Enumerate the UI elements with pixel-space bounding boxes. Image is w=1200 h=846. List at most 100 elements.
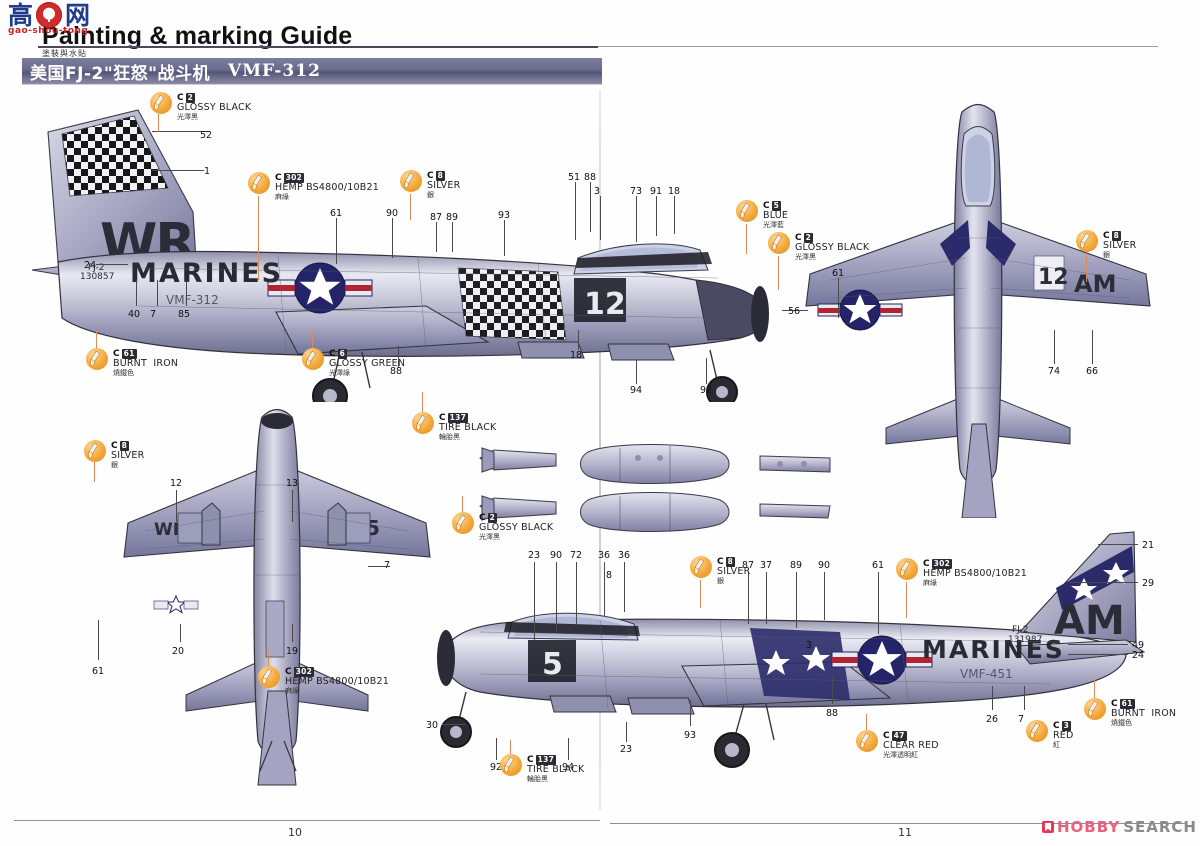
- leader-line: [1092, 330, 1093, 364]
- leader-line: [442, 724, 466, 725]
- paint-code-number: 8: [725, 557, 736, 568]
- leader-line: [578, 330, 579, 350]
- paint-name-en: HEMP BS4800/10B21: [275, 182, 379, 194]
- callout-stem: [1094, 680, 1095, 698]
- svg-text:FJ-2: FJ-2: [88, 263, 104, 273]
- callout-stem: [94, 462, 95, 482]
- paint-code-letter: C: [883, 731, 890, 741]
- paint-name-en: TIRE BLACK: [527, 764, 585, 776]
- paint-name-cn: 輪胎黑: [527, 774, 548, 783]
- paint-brush-icon: [84, 440, 106, 462]
- page-title: Painting & marking Guide: [42, 22, 353, 50]
- paint-code-letter: C: [111, 441, 118, 451]
- part-number: 24: [84, 260, 97, 271]
- part-number: 89: [790, 560, 803, 571]
- callout-stem: [1086, 254, 1087, 282]
- part-number: 3: [806, 640, 813, 651]
- paint-brush-icon: [302, 348, 324, 370]
- part-number: 94: [630, 385, 643, 396]
- leader-line: [136, 280, 137, 306]
- header-rule-right: [598, 46, 1158, 47]
- subject-banner-text: 美国FJ-2"狂怒"战斗机 VMF-312: [30, 60, 321, 84]
- leader-line: [590, 182, 591, 232]
- paint-brush-icon: [400, 170, 422, 192]
- callout-stem: [866, 714, 867, 730]
- paint-brush-icon: [1076, 230, 1098, 252]
- paint-code-letter: C: [113, 349, 120, 359]
- leader-line: [176, 490, 177, 522]
- part-number: 49: [1132, 640, 1145, 651]
- paint-code-number: 137: [535, 755, 557, 766]
- leader-line: [782, 310, 808, 311]
- part-number: 87: [742, 560, 755, 571]
- callout-stem: [906, 582, 907, 618]
- paint-name-en: CLEAR RED: [883, 740, 939, 752]
- paint-name-cn: 紅: [1053, 740, 1060, 749]
- leader-line: [292, 624, 293, 642]
- leader-line: [436, 222, 437, 252]
- leader-line: [96, 264, 128, 265]
- paint-code-number: 302: [931, 559, 953, 570]
- callout-stem: [258, 196, 259, 280]
- paint-name-cn: 麻綠: [923, 578, 937, 587]
- paint-brush-icon: [856, 730, 878, 752]
- leader-line: [496, 738, 497, 760]
- part-number: 1: [204, 166, 211, 177]
- part-number: 74: [1048, 366, 1061, 377]
- leader-line: [604, 562, 605, 616]
- paint-brush-icon: [1026, 720, 1048, 742]
- paint-name-cn: 銀: [427, 190, 434, 199]
- paint-code-letter: C: [527, 755, 534, 765]
- part-number: 90: [550, 550, 563, 561]
- paint-name-cn: 銀: [1103, 250, 1110, 259]
- paint-name-cn: 麻綠: [285, 686, 299, 695]
- svg-text:VMF-312: VMF-312: [166, 293, 219, 307]
- leader-line: [98, 620, 99, 660]
- paint-name-cn: 光澤黑: [479, 532, 500, 541]
- callout-stem: [746, 224, 747, 254]
- paint-name-cn: 光澤透明紅: [883, 750, 918, 759]
- paint-name-en: GLOSSY GREEN: [329, 358, 406, 370]
- svg-text:AM: AM: [1054, 598, 1125, 644]
- paint-code-number: 2: [487, 513, 498, 524]
- subject-unit: VMF-312: [228, 61, 321, 81]
- leader-line: [152, 131, 210, 132]
- part-number: 12: [170, 478, 183, 489]
- leader-line: [1068, 654, 1128, 655]
- leader-line: [152, 170, 204, 171]
- artwork-bottom-view: WR 5: [120, 405, 450, 805]
- paint-code-number: 302: [293, 667, 315, 678]
- paint-name-en: SILVER: [427, 180, 461, 192]
- paint-code-number: 5: [771, 201, 782, 212]
- part-number: 23: [620, 744, 633, 755]
- part-number: 29: [1142, 578, 1155, 589]
- leader-line: [1068, 644, 1128, 645]
- paint-code-number: 3: [1061, 721, 1072, 732]
- part-number: 88: [826, 708, 839, 719]
- part-number: 51: [568, 172, 581, 183]
- paint-code-number: 61: [1119, 699, 1135, 710]
- leader-line: [636, 360, 637, 384]
- paint-name-en: HEMP BS4800/10B21: [285, 676, 389, 688]
- callout-stem: [462, 496, 463, 512]
- part-number: 72: [570, 550, 583, 561]
